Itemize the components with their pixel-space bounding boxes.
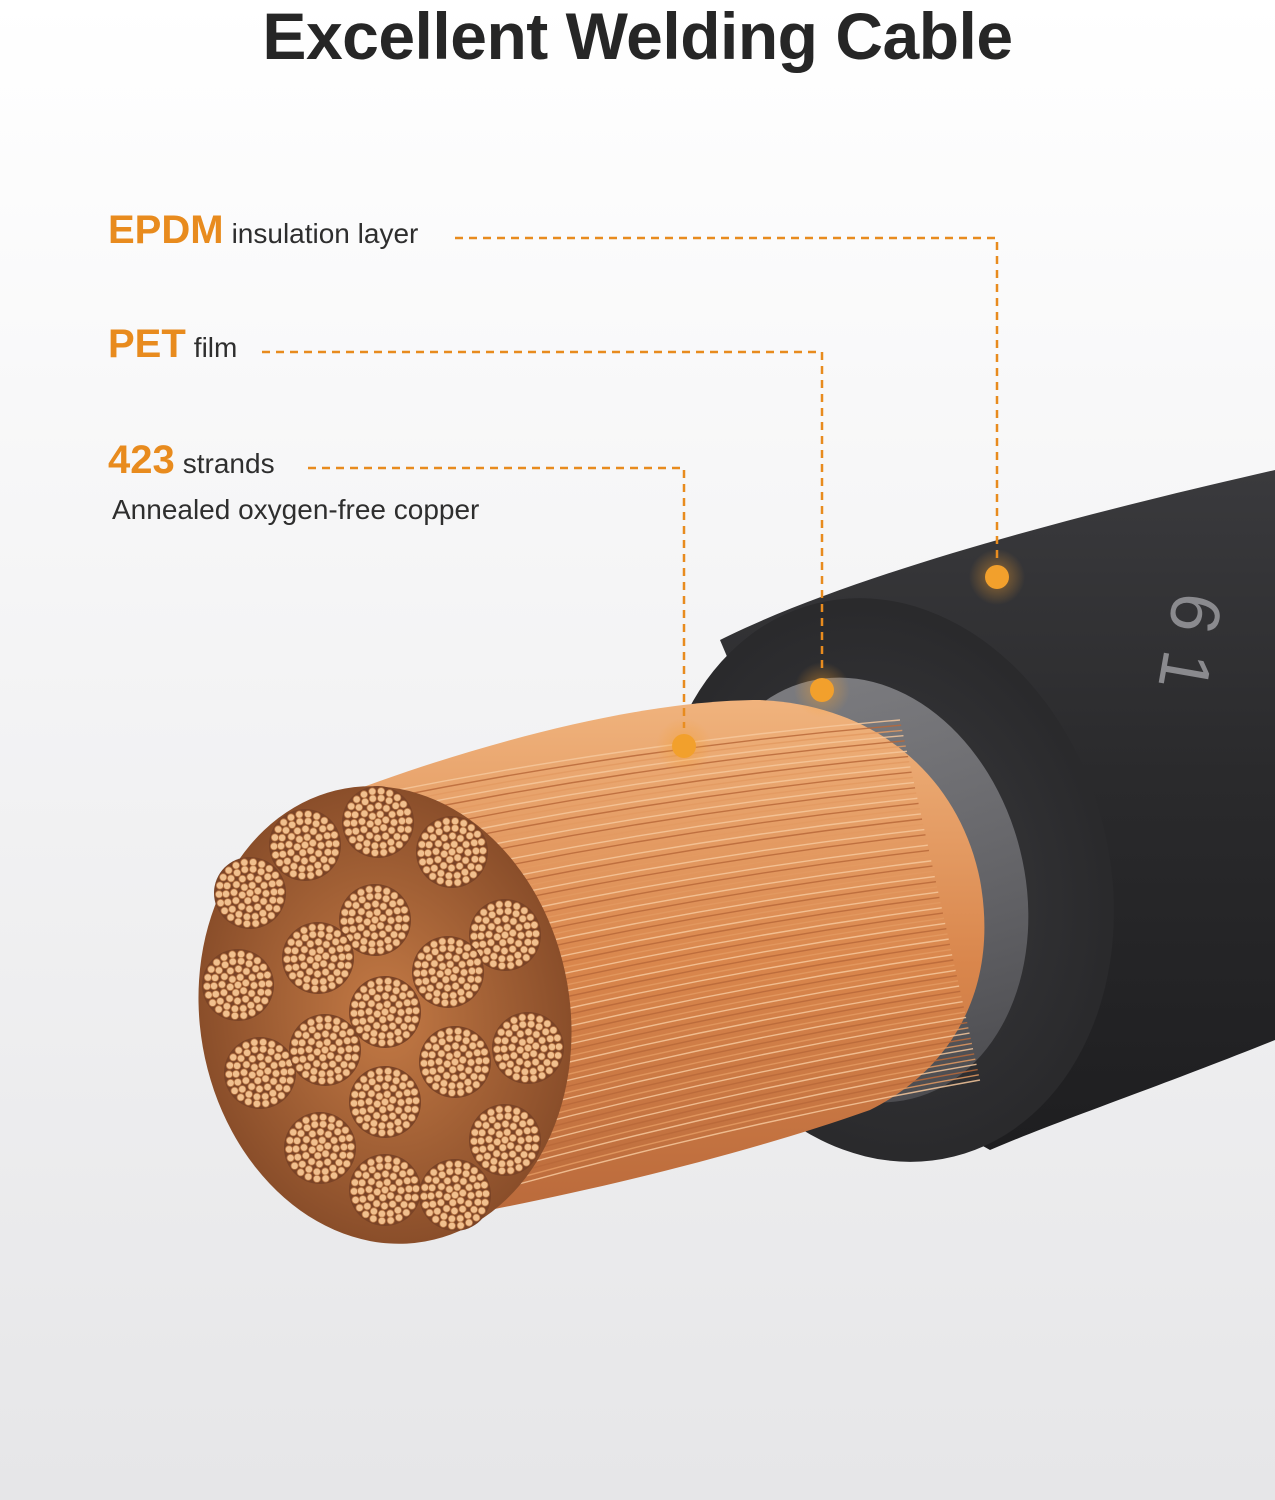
strand-bundle bbox=[349, 1066, 421, 1138]
leader-line-epdm bbox=[455, 236, 999, 560]
page-title: Excellent Welding Cable bbox=[262, 0, 1013, 73]
strand-bundle bbox=[469, 899, 541, 971]
strand-bundle bbox=[289, 1014, 361, 1086]
strand-bundle bbox=[339, 884, 411, 956]
callout-desc: film bbox=[193, 332, 238, 363]
callout-key: PET bbox=[108, 322, 186, 366]
strand-bundle bbox=[342, 786, 414, 858]
strand-bundle bbox=[469, 1104, 541, 1176]
strand-bundle bbox=[412, 936, 484, 1008]
strand-bundles bbox=[202, 786, 564, 1231]
strand-bundle bbox=[214, 857, 286, 929]
jacket-marking: 6 1 bbox=[1143, 587, 1237, 696]
strand-bundle bbox=[282, 922, 354, 994]
strand-bundle bbox=[349, 976, 421, 1048]
strand-bundle bbox=[349, 1154, 421, 1226]
strand-bundle bbox=[202, 949, 274, 1021]
callout-desc: insulation layer bbox=[231, 218, 419, 249]
leader-line-pet bbox=[262, 350, 824, 672]
strand-bundle bbox=[284, 1112, 356, 1184]
callout-desc: strands bbox=[182, 448, 275, 479]
leader-line-strands bbox=[308, 466, 686, 728]
strand-bundle bbox=[492, 1012, 564, 1084]
marker-dot-strands bbox=[672, 734, 696, 758]
callout-key: 423 bbox=[108, 438, 175, 482]
callout-key: EPDM bbox=[108, 208, 224, 252]
strand-bundle bbox=[416, 816, 488, 888]
strand-bundle bbox=[224, 1037, 296, 1109]
marker-dot-epdm bbox=[985, 565, 1009, 589]
strand-bundle bbox=[419, 1159, 491, 1231]
callout-strands-subdesc: Annealed oxygen-free copper bbox=[112, 494, 480, 525]
strand-bundle bbox=[269, 809, 341, 881]
strand-bundle bbox=[419, 1026, 491, 1098]
marker-dot-pet bbox=[810, 678, 834, 702]
